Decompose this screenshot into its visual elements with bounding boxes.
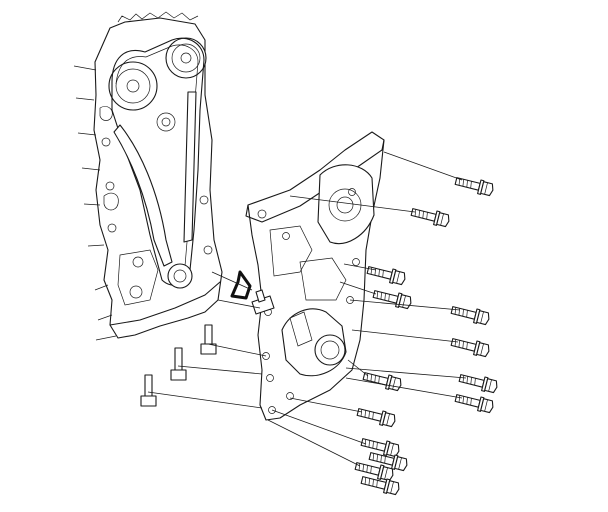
bolt-right-9: [454, 394, 494, 414]
bolt-right-11: [360, 438, 400, 458]
bolt-lower-left-3: [200, 324, 217, 355]
bolt-right-8: [458, 374, 498, 394]
bolt-right-3: [366, 266, 406, 286]
bolt-lower-left-1: [140, 374, 157, 407]
bolt-right-4: [372, 290, 412, 310]
bolt-right-14: [368, 452, 408, 472]
engine-block: [73, 11, 223, 341]
o-ring-gasket: [230, 270, 252, 300]
bolt-right-5: [450, 306, 490, 326]
bolts-right-group: [354, 177, 498, 496]
bolt-right-10: [356, 408, 396, 428]
bolt-lower-left-2: [170, 347, 187, 381]
bolt-right-7: [362, 372, 402, 392]
bolt-right-2: [410, 208, 450, 228]
leader-lines: [147, 151, 467, 467]
bolt-right-6: [450, 338, 490, 358]
bolt-right-1: [454, 177, 494, 197]
bolt-right-12: [354, 462, 394, 482]
bolt-right-13: [360, 476, 400, 496]
